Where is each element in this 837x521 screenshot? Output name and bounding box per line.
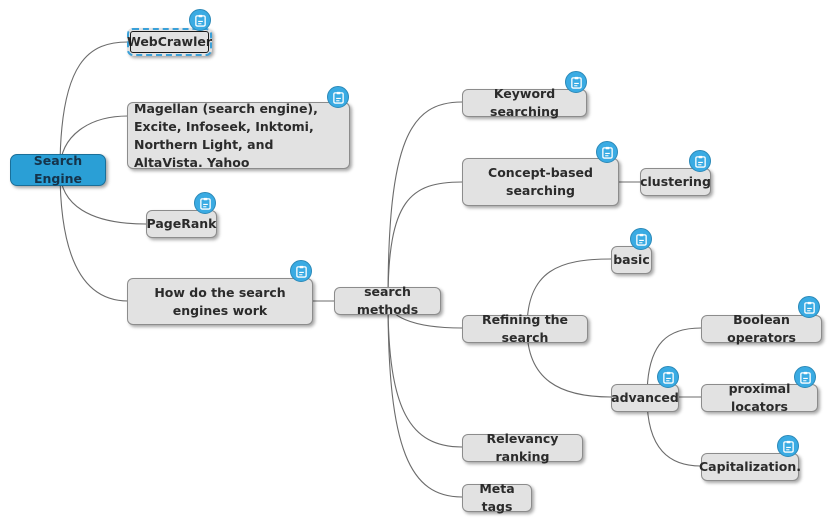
note-icon[interactable] bbox=[596, 141, 618, 163]
node-label: PageRank bbox=[146, 216, 217, 231]
node-label: Meta tags bbox=[479, 481, 515, 514]
node-keyword-searching[interactable]: Keyword searching bbox=[462, 86, 587, 119]
node-label: Capitalization. bbox=[698, 459, 802, 474]
node-webcrawler[interactable]: WebCrawler bbox=[127, 28, 212, 56]
node-label: How do the search engines work bbox=[154, 284, 286, 318]
note-icon[interactable] bbox=[565, 71, 587, 93]
note-icon[interactable] bbox=[189, 9, 211, 31]
root-node-search-engine[interactable]: Search Engine bbox=[10, 153, 106, 186]
note-icon[interactable] bbox=[689, 150, 711, 172]
note-icon[interactable] bbox=[798, 296, 820, 318]
node-label: Boolean operators bbox=[727, 312, 796, 345]
node-clustering[interactable]: clustering bbox=[640, 168, 711, 196]
node-capitalization[interactable]: Capitalization. bbox=[698, 453, 802, 481]
node-label: search methods bbox=[356, 284, 419, 317]
note-icon[interactable] bbox=[630, 228, 652, 250]
node-pagerank[interactable]: PageRank bbox=[146, 210, 217, 238]
node-proximal-locators[interactable]: proximal locators bbox=[701, 381, 818, 414]
node-label: Refining the search bbox=[481, 312, 569, 345]
node-label: Keyword searching bbox=[490, 86, 559, 119]
node-magellan[interactable]: Magellan (search engine), Excite, Infose… bbox=[127, 100, 350, 170]
node-basic[interactable]: basic bbox=[611, 246, 652, 274]
root-node-label: Search Engine bbox=[33, 153, 83, 186]
node-label: basic bbox=[613, 252, 650, 267]
note-icon[interactable] bbox=[327, 86, 349, 108]
node-how-search-engines-work[interactable]: How do the search engines work bbox=[127, 278, 313, 325]
node-label: clustering bbox=[640, 174, 711, 189]
node-label: WebCrawler bbox=[126, 34, 213, 49]
node-label: proximal locators bbox=[728, 381, 791, 414]
node-label: advanced bbox=[611, 390, 679, 405]
note-icon[interactable] bbox=[657, 366, 679, 388]
note-icon[interactable] bbox=[777, 435, 799, 457]
note-icon[interactable] bbox=[194, 192, 216, 214]
node-label: Relevancy ranking bbox=[486, 431, 559, 464]
node-relevancy-ranking[interactable]: Relevancy ranking bbox=[462, 431, 583, 464]
node-label: Magellan (search engine), Excite, Infose… bbox=[134, 100, 318, 170]
node-refining-the-search[interactable]: Refining the search bbox=[462, 312, 588, 345]
note-icon[interactable] bbox=[794, 366, 816, 388]
node-advanced[interactable]: advanced bbox=[611, 384, 679, 412]
note-icon[interactable] bbox=[290, 260, 312, 282]
node-concept-based-searching[interactable]: Concept-based searching bbox=[462, 158, 619, 206]
node-search-methods[interactable]: search methods bbox=[334, 284, 441, 317]
node-boolean-operators[interactable]: Boolean operators bbox=[701, 312, 822, 345]
node-label: Concept-based searching bbox=[488, 165, 593, 198]
node-meta-tags[interactable]: Meta tags bbox=[462, 481, 532, 514]
